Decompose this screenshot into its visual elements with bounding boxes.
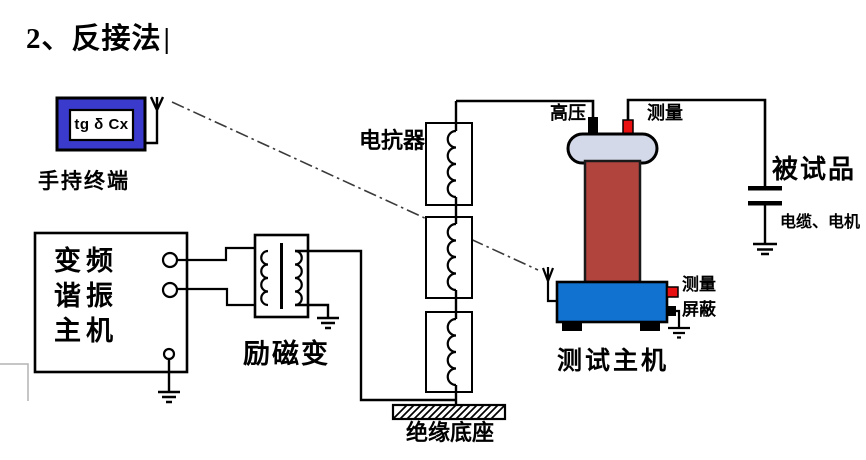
wire-primary-bottom xyxy=(177,287,268,307)
reactor-stack xyxy=(425,101,473,409)
vf-host-label-line3: 主机 xyxy=(54,316,118,346)
vf-host-label-line2: 谐振 xyxy=(54,281,118,311)
output-terminal-2 xyxy=(161,281,179,299)
vf-host-label-line1: 变频 xyxy=(54,246,118,276)
wireless-link-line xyxy=(171,101,539,271)
shield-terminal-label: 屏蔽 xyxy=(682,300,716,319)
ground-icon xyxy=(295,303,339,330)
wire-reactor-to-hv xyxy=(456,99,595,118)
measure-terminal-side xyxy=(666,286,679,298)
ground-icon xyxy=(158,359,180,404)
reactor-label: 电抗器 xyxy=(359,128,426,153)
ground-icon xyxy=(753,205,777,256)
title-text: 2、反接法 xyxy=(26,23,162,55)
handheld-terminal-label: 手持终端 xyxy=(38,170,130,193)
host-foot-right xyxy=(640,322,660,331)
handheld-screen xyxy=(68,108,135,142)
reactor-coil-2 xyxy=(446,222,457,292)
page-title: 2、反接法| xyxy=(26,23,171,56)
test-host xyxy=(541,117,690,339)
hv-terminal xyxy=(588,117,598,134)
capacitor-plate-top xyxy=(748,186,782,191)
secondary-winding xyxy=(294,249,303,307)
primary-winding xyxy=(260,249,269,307)
vf-resonance-host xyxy=(33,231,189,404)
handheld-terminal xyxy=(55,96,165,152)
wire-secondary-to-reactor xyxy=(295,249,456,402)
ground-terminal xyxy=(162,347,176,361)
text-cursor: | xyxy=(163,23,171,55)
hv-column xyxy=(583,159,642,284)
hatch-lines xyxy=(392,404,506,420)
bushing-cap xyxy=(566,132,659,165)
insulation-base-label: 绝缘底座 xyxy=(406,420,495,445)
hv-terminal-label: 高压 xyxy=(550,103,586,123)
handheld-display-text: tg δ Cx xyxy=(74,116,129,133)
measure-terminal-top xyxy=(622,119,634,135)
test-object-sublabel: 电缆、电机 xyxy=(780,214,861,231)
host-foot-left xyxy=(562,322,582,331)
measure-side-label: 测量 xyxy=(682,275,716,294)
test-host-label: 测试主机 xyxy=(557,347,670,375)
excitation-transformer xyxy=(177,233,456,402)
wire-measure-to-dut xyxy=(626,98,767,186)
page-artifact-line xyxy=(0,363,29,401)
excitation-transformer-label: 励磁变 xyxy=(243,339,330,369)
reactor-coil-1 xyxy=(446,129,457,199)
insulation-base xyxy=(391,403,507,421)
capacitor-plate-bottom xyxy=(748,201,782,206)
shield-terminal xyxy=(667,306,676,316)
ground-icon xyxy=(668,309,690,339)
host-base xyxy=(555,280,669,324)
test-object-label: 被试品 xyxy=(772,154,857,184)
measure-top-label: 测量 xyxy=(647,103,683,123)
reactor-coil-3 xyxy=(446,317,457,387)
output-terminal-1 xyxy=(161,251,179,269)
test-object xyxy=(748,186,782,256)
antenna-icon xyxy=(145,96,165,145)
antenna-icon xyxy=(541,267,558,303)
vf-host-box xyxy=(33,231,189,374)
